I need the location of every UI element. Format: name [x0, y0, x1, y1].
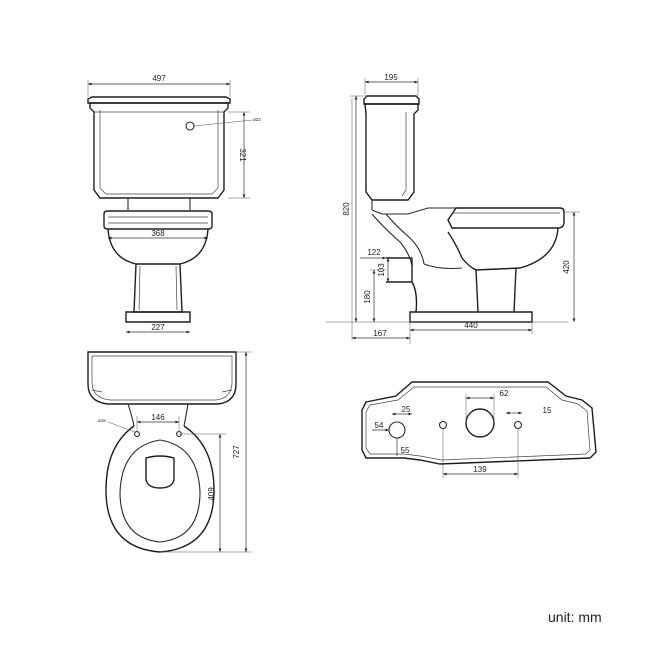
dim-820-label: 820 [342, 202, 351, 216]
dim-440-label: 440 [464, 321, 478, 330]
side-bowl [447, 227, 559, 271]
flush-valve-icon [465, 408, 495, 438]
cistern-base-view: 62 25 54 55 15 139 [361, 381, 597, 478]
bolt-hole-left-icon [438, 420, 448, 430]
fixing-hole-left-icon [134, 431, 140, 437]
dim-139-label: 139 [473, 465, 487, 474]
dim-button-hole-label: ø23 [253, 117, 261, 122]
top-cistern [87, 351, 237, 405]
dim-727-label: 727 [232, 445, 241, 459]
dim-103-label: 103 [377, 263, 386, 277]
front-bowl-rim [103, 210, 213, 230]
flush-button-icon [185, 121, 195, 131]
dim-15-label: 15 [543, 406, 552, 415]
front-view: 497 ø23 321 368 227 [87, 74, 261, 334]
top-view: 146 ø15 727 409 [87, 351, 252, 553]
dim-180-label: 180 [363, 290, 372, 304]
top-bowl-outer [105, 425, 215, 553]
dim-321-label: 321 [238, 148, 247, 162]
front-cistern-lid [87, 96, 231, 104]
dim-25-label: 25 [402, 405, 411, 414]
side-outlet [386, 257, 413, 283]
dim-122-label: 122 [367, 248, 381, 257]
side-view: 195 820 122 103 180 420 167 440 [326, 73, 580, 344]
dim-368-label: 368 [151, 229, 165, 238]
dim-fixing-hole-label: ø15 [98, 418, 106, 423]
top-seat-lid [145, 455, 175, 489]
dim-54-label: 54 [375, 421, 384, 430]
dim-227-label: 227 [151, 323, 165, 332]
dim-409-label: 409 [207, 487, 216, 501]
side-cistern-lid [363, 95, 420, 105]
side-cistern-body [364, 103, 419, 201]
inlet-hole-icon [388, 421, 406, 439]
top-seat [119, 439, 201, 543]
dim-55-label: 55 [401, 446, 410, 455]
front-pedestal [133, 263, 183, 313]
dim-62-label: 62 [500, 389, 509, 398]
dim-420-label: 420 [562, 260, 571, 274]
dim-195-label: 195 [384, 73, 398, 82]
dim-167-label: 167 [373, 329, 387, 338]
dim-146-label: 146 [151, 413, 165, 422]
side-bowl-seat [447, 207, 565, 229]
front-foot [125, 311, 191, 323]
units-label: unit: mm [548, 609, 602, 625]
bolt-hole-right-icon [513, 420, 523, 430]
dim-497-label: 497 [152, 74, 166, 83]
front-bowl [107, 228, 209, 265]
cistern-base-outline [361, 381, 597, 465]
side-pedestal [411, 267, 517, 313]
front-cistern-body [89, 102, 229, 199]
